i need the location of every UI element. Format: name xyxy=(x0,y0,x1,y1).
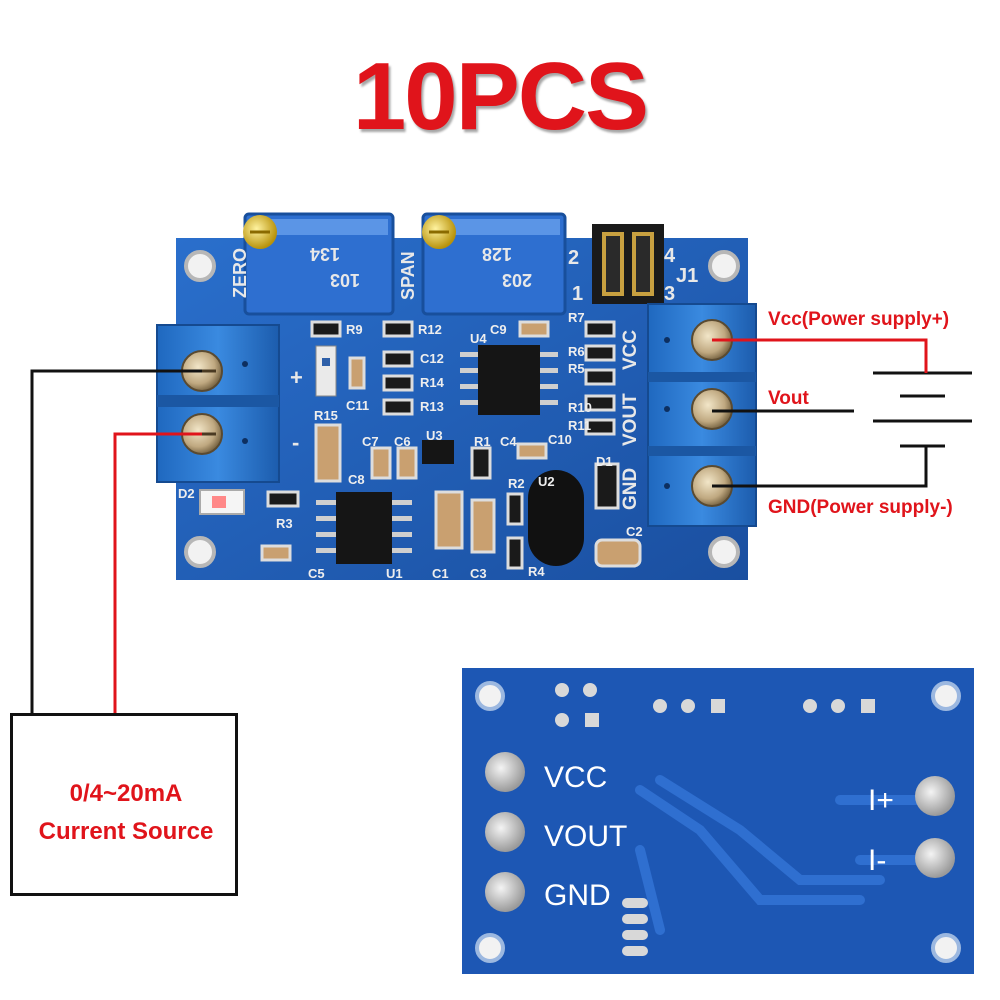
designator-u3: U3 xyxy=(426,428,443,443)
designator-c2: C2 xyxy=(626,524,643,539)
span-potentiometer[interactable] xyxy=(421,212,567,316)
designator-u4: U4 xyxy=(470,331,487,346)
jumper-header[interactable] xyxy=(592,224,664,304)
pot2-code2: 203 xyxy=(502,270,532,290)
designator-r9: R9 xyxy=(346,322,363,337)
ic-u1 xyxy=(316,492,412,564)
terminal-screw-icon[interactable] xyxy=(691,388,733,430)
source-black-wire xyxy=(30,369,202,713)
back-iminus-label: I- xyxy=(868,844,886,877)
designator-c6: C6 xyxy=(394,434,411,449)
vcc-pad-icon xyxy=(485,752,525,792)
back-vout-label: VOUT xyxy=(544,820,627,853)
designator-c8: C8 xyxy=(348,472,365,487)
iplus-pad-icon xyxy=(915,776,955,816)
current-source-text: 0/4~20mA Current Source xyxy=(10,775,242,851)
jumper-label: J1 xyxy=(676,265,698,287)
vcc-silk-label: VCC xyxy=(620,330,641,370)
ic-u3 xyxy=(422,440,454,464)
designator-r15: R15 xyxy=(314,408,338,423)
mount-hole xyxy=(184,536,216,568)
designator-r2: R2 xyxy=(508,476,525,491)
source-name-label: Current Source xyxy=(38,818,214,845)
jumper-pin: 2 xyxy=(568,247,579,269)
jumper-pin: 1 xyxy=(572,283,583,305)
designator-r10: R10 xyxy=(568,400,592,415)
ic-u4 xyxy=(460,345,558,415)
jumper-pin: 3 xyxy=(664,283,675,305)
smd-components xyxy=(199,320,642,570)
designator-c7: C7 xyxy=(362,434,379,449)
vcc-wire xyxy=(712,338,928,373)
designator-r5: R5 xyxy=(568,361,585,376)
designator-c1: C1 xyxy=(432,566,449,581)
designator-c9: C9 xyxy=(490,322,507,337)
designator-r14: R14 xyxy=(420,375,445,390)
gnd-pad-icon xyxy=(485,872,525,912)
designator-r3: R3 xyxy=(276,516,293,531)
vout-label: Vout xyxy=(768,388,809,409)
input-minus-label: - xyxy=(292,430,299,455)
mount-hole xyxy=(708,536,740,568)
designator-r11: R11 xyxy=(568,418,591,433)
span-label: SPAN xyxy=(398,251,418,300)
designator-u2: U2 xyxy=(538,474,555,489)
source-range-label: 0/4~20mA xyxy=(69,780,183,807)
vout-pad-icon xyxy=(485,812,525,852)
designator-c5: C5 xyxy=(308,566,325,581)
back-iplus-label: I+ xyxy=(868,784,894,817)
back-vcc-label: VCC xyxy=(544,761,607,794)
gnd-wire xyxy=(712,446,928,488)
designator-r6: R6 xyxy=(568,344,585,359)
pot1-code2: 103 xyxy=(330,270,360,290)
designator-c4: C4 xyxy=(500,434,517,449)
designator-c12: C12 xyxy=(420,351,444,366)
mount-hole xyxy=(184,250,216,282)
input-terminal-block[interactable] xyxy=(156,324,280,483)
jumper-pin: 4 xyxy=(664,245,676,267)
designator-d2: D2 xyxy=(178,486,195,501)
designator-c10: C10 xyxy=(548,432,572,447)
title-10pcs: 10PCS xyxy=(352,43,649,150)
designator-c11: C11 xyxy=(346,398,369,413)
designator-r7: R7 xyxy=(568,310,585,325)
source-red-wire xyxy=(113,432,202,713)
transistor-u2 xyxy=(528,470,584,566)
iminus-pad-icon xyxy=(915,838,955,878)
wiring xyxy=(30,338,972,713)
gnd-label: GND(Power supply-) xyxy=(768,497,953,518)
front-board: ZERO SPAN 134 103 128 203 J1 2 4 1 3 + -… xyxy=(156,212,757,581)
mount-hole xyxy=(708,250,740,282)
zero-label: ZERO xyxy=(230,248,250,298)
zero-potentiometer[interactable] xyxy=(243,212,395,316)
pot2-code1: 128 xyxy=(482,244,512,264)
designator-r13: R13 xyxy=(420,399,444,414)
back-gnd-label: GND xyxy=(544,879,611,912)
designator-r1: R1 xyxy=(474,434,491,449)
input-plus-label: + xyxy=(290,365,303,390)
designator-d1: D1 xyxy=(596,454,613,469)
current-source-box xyxy=(10,713,238,896)
pot1-code1: 134 xyxy=(310,244,340,264)
designator-c3: C3 xyxy=(470,566,487,581)
output-terminal-block[interactable] xyxy=(647,303,757,527)
designator-r4: R4 xyxy=(528,564,545,579)
designator-u1: U1 xyxy=(386,566,403,581)
designator-r12: R12 xyxy=(418,322,442,337)
vcc-label: Vcc(Power supply+) xyxy=(768,309,950,330)
gnd-silk-label: GND xyxy=(620,468,641,510)
back-board: VCC VOUT GND I+ I- xyxy=(462,668,974,974)
vout-silk-label: VOUT xyxy=(620,393,641,446)
